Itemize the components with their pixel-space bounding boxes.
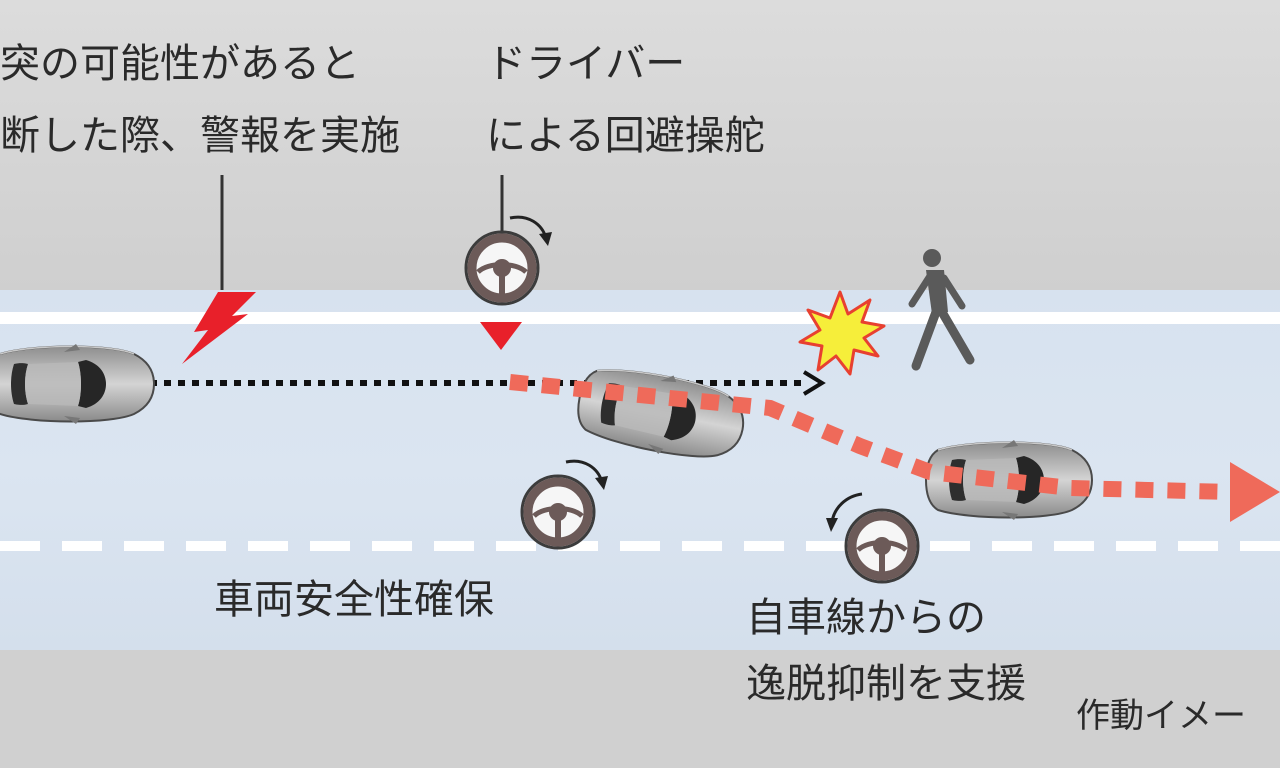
collision-burst-icon	[798, 290, 886, 376]
assisted-path	[509, 374, 1231, 500]
car-steering	[570, 357, 752, 470]
steering-wheel-lane-icon	[846, 510, 918, 582]
intended-path-arrowhead	[802, 370, 826, 396]
caption: 作動イメー	[1076, 696, 1246, 736]
lane-departure-label: 自車線からの 逸脱抑制を支援	[746, 595, 1026, 707]
steering-wheel-safety-icon	[522, 476, 594, 548]
warning-lightning-icon	[182, 292, 256, 364]
safety-label: 車両安全性確保	[214, 577, 494, 623]
car-initial	[0, 343, 155, 425]
driver-steering-label: ドライバー による回避操舵	[486, 41, 765, 159]
background-top	[0, 0, 1280, 290]
assisted-path-arrowhead	[1230, 462, 1280, 522]
steering-start-marker-icon	[480, 322, 522, 350]
pedestrian-icon	[908, 249, 975, 371]
lane-line-solid	[0, 312, 1280, 324]
background-bottom	[0, 650, 1280, 768]
steering-wheel-driver-icon	[466, 232, 538, 304]
warning-label: 突の可能性があると 断した際、警報を実施	[0, 41, 400, 159]
